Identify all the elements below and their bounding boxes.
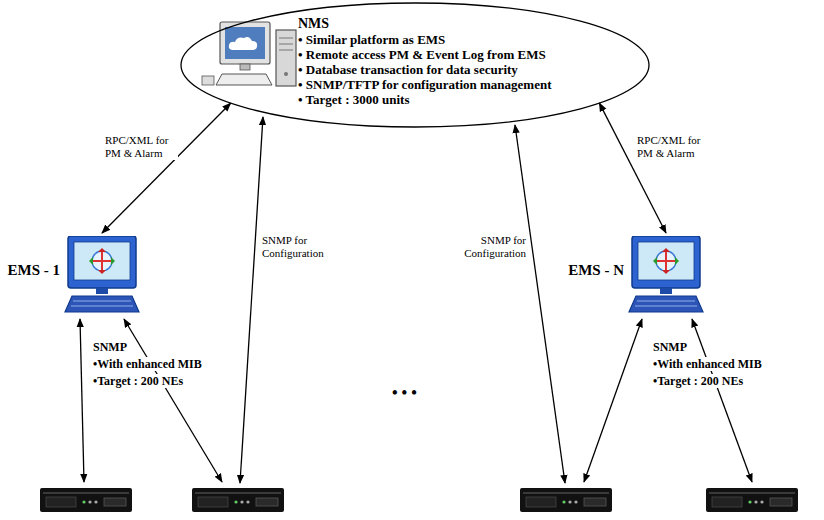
connector-arrow [599,103,666,233]
bullet-item: • Database transaction for data security [298,62,518,77]
note-label: •With enhanced MIB [92,357,203,371]
note-label: •Target : 200 NEs [92,374,184,388]
snmp-arrow [80,319,84,482]
note-label: SNMP [92,340,128,354]
protocol-label: SNMP for Configuration [458,234,526,260]
connector-label: RPC/XML for PM & Alarm [636,134,710,160]
ems-computer [65,236,139,312]
network-element [520,488,612,512]
bullet-item: • SNMP/TFTP for configuration management [298,77,551,92]
snmp-arrow [692,319,752,482]
snmp-arrow [584,319,642,482]
network-element [192,488,284,512]
snmp-arrow [124,319,222,482]
node-title: EMS - 1 [8,262,61,279]
text-block: NMS• Similar platform as EMS• Remote acc… [298,16,551,107]
system-ellipse: NMS• Similar platform as EMS• Remote acc… [180,2,650,128]
connector-label: RPC/XML for PM & Alarm [104,134,178,160]
note-label: •With enhanced MIB [652,357,763,371]
network-element [40,488,132,512]
ems-computer [629,236,703,312]
config-arrow [515,125,565,483]
bullet-item: • Similar platform as EMS [298,32,445,47]
note-label: SNMP [652,340,688,354]
config-arrow [240,117,263,483]
bullet-item: • Target : 3000 units [298,92,409,107]
node-title: EMS - N [568,262,624,279]
note-label: • • • [392,383,417,402]
workstation-node: EMS - 1 [64,236,140,314]
bullet-item: • Remote access PM & Event Log from EMS [298,47,546,62]
connector-arrow [102,103,231,233]
protocol-label: SNMP for Configuration [262,234,330,260]
workstation-node: EMS - N [628,236,704,314]
note-label: •Target : 200 NEs [652,374,744,388]
network-element [706,488,798,512]
nms-computer [202,22,296,86]
ellipse-outline [181,3,649,127]
node-title: NMS [298,16,329,32]
